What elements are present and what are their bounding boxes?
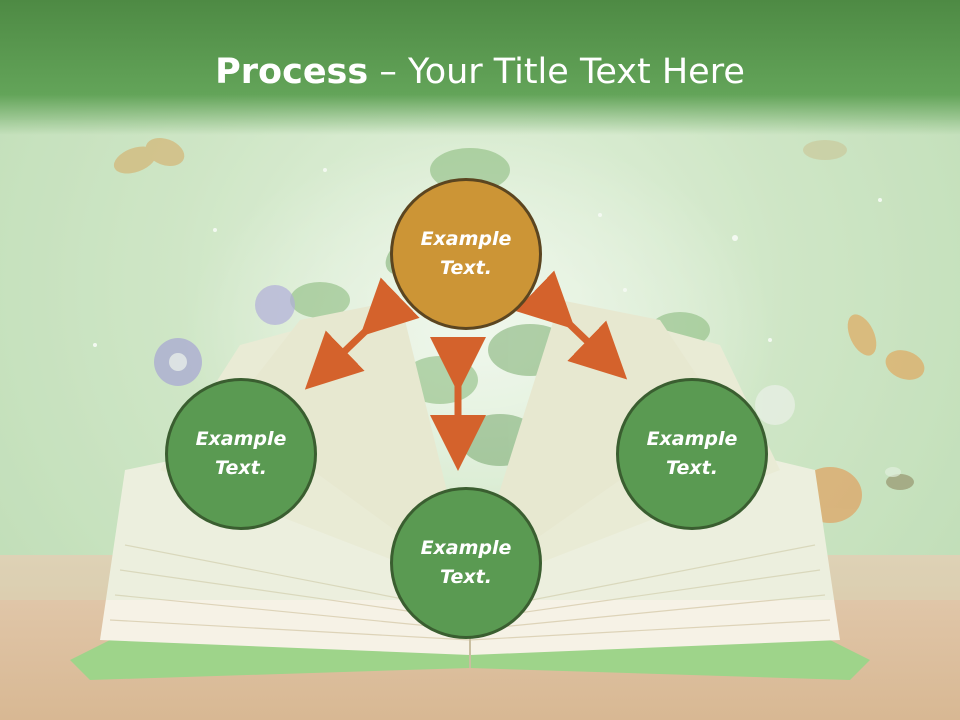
node-right: Example Text. [616, 378, 768, 530]
page-title: Process – Your Title Text Here [0, 52, 960, 92]
title-rest: – Your Title Text Here [368, 52, 745, 92]
butterfly-icon-right [847, 314, 925, 380]
node-left: Example Text. [165, 378, 317, 530]
butterfly-icon [113, 137, 185, 174]
arrow-top-left [304, 277, 420, 390]
header-bar [0, 0, 960, 135]
node-right-label: Example Text. [646, 428, 738, 479]
bee-icon [885, 467, 914, 490]
node-left-label: Example Text. [195, 428, 287, 479]
node-bottom: Example Text. [390, 487, 542, 639]
title-bold: Process [215, 52, 369, 92]
node-bottom-label: Example Text. [420, 537, 512, 588]
butterfly-icon-top-right [803, 140, 847, 160]
node-top-label: Example Text. [420, 228, 512, 279]
node-top: Example Text. [390, 178, 542, 330]
arrow-top-right [515, 270, 628, 380]
